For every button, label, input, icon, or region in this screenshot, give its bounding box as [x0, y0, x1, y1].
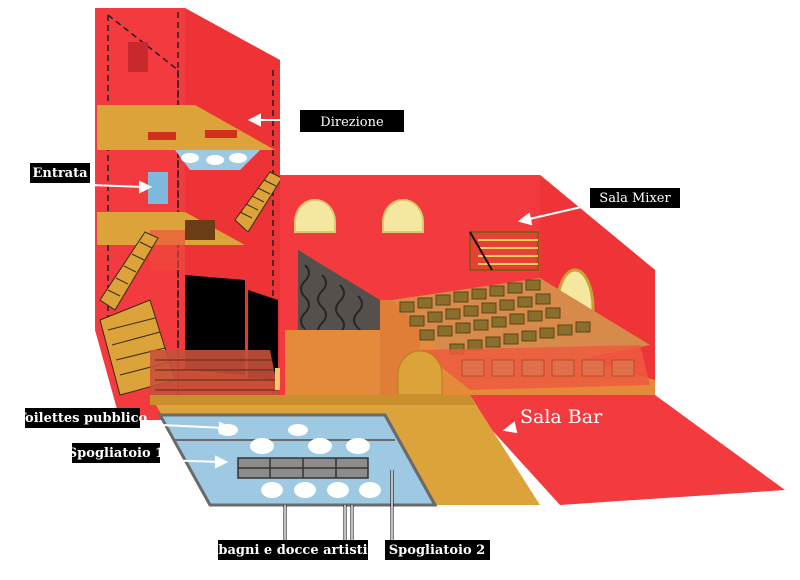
label-bagni-docce-text: bagni e docce artisti: [218, 543, 367, 558]
window-arch-2: [382, 199, 424, 233]
lower-staircase: [99, 231, 159, 311]
tower-building: [95, 8, 297, 430]
reception-desk: [185, 220, 215, 240]
main-hall: [280, 175, 655, 400]
artist-arrows-white: [284, 470, 393, 540]
label-direzione-text: Direzione: [320, 115, 384, 130]
label-spogliatoio-1: Spogliatoio 1: [68, 443, 164, 463]
arch-doorway: [397, 350, 443, 396]
label-toilettes-pubblico: Toilettes pubblico: [17, 408, 148, 428]
label-spogliatoio-1-text: Spogliatoio 1: [68, 446, 164, 461]
tower-window: [128, 42, 148, 72]
label-bagni-docce: bagni e docce artisti: [218, 540, 368, 560]
label-sala-mixer-text: Sala Mixer: [599, 191, 671, 206]
spogliatoio-1-benches: [237, 457, 369, 479]
label-direzione: Direzione: [300, 110, 404, 132]
label-entrata: Entrata: [30, 163, 90, 183]
pointer-arrows: [89, 113, 591, 469]
audience-seating: [392, 278, 650, 390]
label-sala-mixer: Sala Mixer: [590, 188, 680, 208]
entrata-door: [148, 172, 168, 204]
corridor-floor: [150, 395, 475, 405]
window-arch-1: [294, 199, 336, 233]
label-sala-bar-text: Sala Bar: [520, 406, 603, 428]
ground-floor-plan: [150, 395, 785, 507]
sala-mixer-booth: [469, 231, 539, 271]
sala-bar-floor: [460, 395, 785, 505]
direzione-floor: [97, 105, 275, 150]
label-sala-bar: Sala Bar: [520, 406, 603, 428]
label-spogliatoio-2-text: Spogliatoio 2: [389, 543, 485, 558]
label-spogliatoio-2: Spogliatoio 2: [385, 540, 490, 560]
stage-steps: [150, 350, 280, 400]
label-entrata-text: Entrata: [32, 166, 88, 181]
label-toilettes-pubblico-text: Toilettes pubblico: [17, 411, 148, 426]
